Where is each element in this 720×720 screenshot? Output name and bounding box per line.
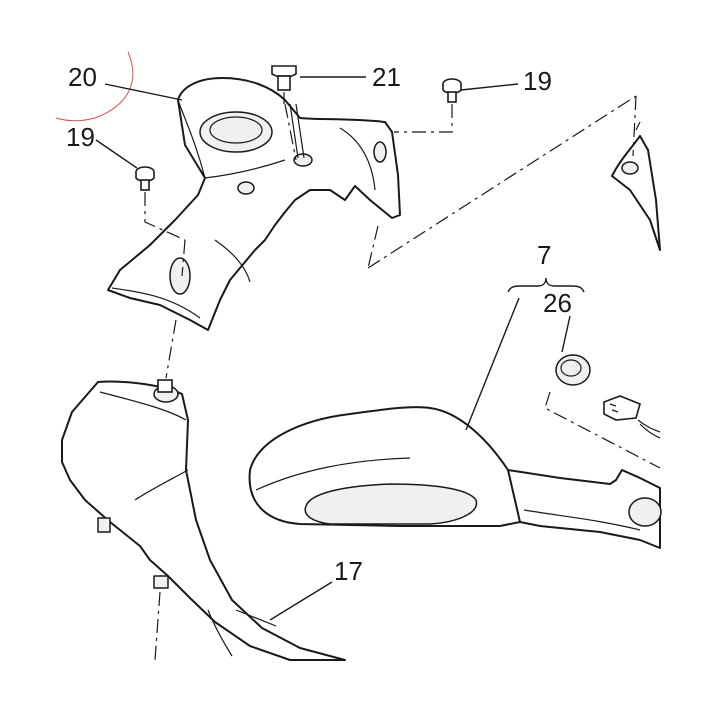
leader-lines bbox=[95, 76, 585, 621]
callout-19-left: 19 bbox=[66, 122, 95, 152]
callout-19-right: 19 bbox=[523, 66, 552, 96]
part-19-screw-left bbox=[135, 166, 155, 191]
assembly-lines bbox=[144, 95, 661, 661]
callout-26: 26 bbox=[543, 288, 572, 318]
part-26-plug bbox=[555, 354, 591, 386]
part-20-upper-cover bbox=[107, 77, 401, 331]
right-edge-mirror-mount bbox=[611, 121, 661, 251]
wire-connector bbox=[603, 395, 661, 439]
part-7-mirror-assembly bbox=[248, 406, 662, 549]
callout-17: 17 bbox=[334, 556, 363, 586]
part-19-screw-right bbox=[442, 78, 462, 103]
callout-21: 21 bbox=[372, 62, 401, 92]
callouts: 20 21 19 19 7 26 17 bbox=[66, 62, 572, 586]
callout-20: 20 bbox=[68, 62, 97, 92]
callout-7: 7 bbox=[537, 240, 551, 270]
part-21-pin bbox=[271, 65, 305, 159]
highlight-arc bbox=[55, 51, 134, 122]
part-17-side-fairing bbox=[61, 379, 346, 661]
